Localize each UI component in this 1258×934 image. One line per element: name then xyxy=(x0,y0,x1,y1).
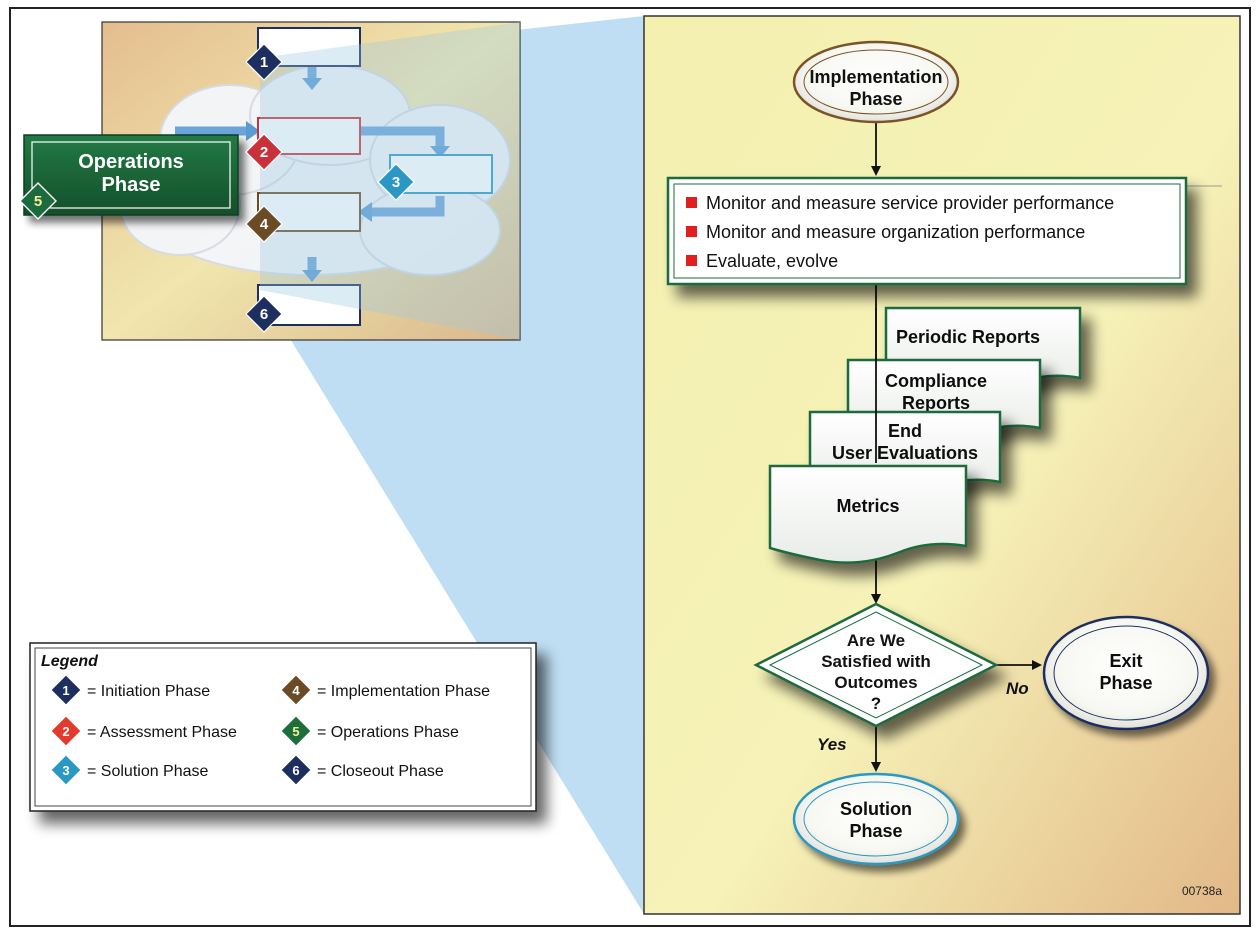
figure-id: 00738a xyxy=(1182,884,1222,898)
metrics-label: Metrics xyxy=(836,496,899,516)
legend-items: 1 = Initiation Phase 2 = Assessment Phase 3 =… xyxy=(50,674,490,786)
exit-line1: Exit xyxy=(1109,651,1142,671)
operations-label-line2: Phase xyxy=(102,174,161,196)
legend-item-2: 2 = Assessment Phase xyxy=(50,715,237,747)
exit-line2: Phase xyxy=(1099,673,1152,693)
exit-phase-node: Exit Phase xyxy=(1042,615,1210,731)
decision-line2: Satisfied with xyxy=(821,652,931,671)
phase-4-diamond-icon xyxy=(280,674,312,706)
legend-number: 5 xyxy=(292,724,299,739)
legend-item-3: 3 = Solution Phase xyxy=(50,754,209,786)
yes-label: Yes xyxy=(817,735,847,754)
end-user-line2: User Evaluations xyxy=(832,443,978,463)
bullet-list: Monitor and measure service provider per… xyxy=(686,193,1114,271)
phase-3-diamond-icon xyxy=(50,754,82,786)
decision-line3: Outcomes xyxy=(834,673,917,692)
svg-text:5: 5 xyxy=(34,193,42,210)
legend-number: 3 xyxy=(62,763,69,778)
svg-text:6: 6 xyxy=(260,306,268,323)
svg-text:2: 2 xyxy=(260,144,268,161)
end-user-line1: End xyxy=(888,421,922,441)
periodic-reports-label: Periodic Reports xyxy=(896,327,1040,347)
bullet-marker-icon xyxy=(686,226,697,237)
legend-label: = Implementation Phase xyxy=(317,683,490,700)
solution-line2: Phase xyxy=(849,821,902,841)
svg-text:3: 3 xyxy=(392,174,400,191)
legend-number: 4 xyxy=(292,683,300,698)
legend-item-4: 4 = Implementation Phase xyxy=(280,674,490,706)
compliance-line1: Compliance xyxy=(885,371,987,391)
phase-2-diamond-icon xyxy=(50,715,82,747)
legend: Legend xyxy=(29,642,537,812)
bullet-item: Monitor and measure service provider per… xyxy=(706,193,1114,213)
legend-number: 2 xyxy=(62,724,69,739)
implementation-line1: Implementation xyxy=(809,67,942,87)
inset-thumbnail: Operations Phase 1 2 3 4 5 6 xyxy=(19,21,521,341)
legend-item-1: 1 = Initiation Phase xyxy=(50,674,210,706)
marker-2-icon: 2 xyxy=(245,133,283,171)
phase-6-diamond-icon xyxy=(280,754,312,786)
phase-1-diamond-icon xyxy=(50,674,82,706)
operations-phase-box xyxy=(23,134,239,216)
marker-3-icon: 3 xyxy=(377,163,415,201)
legend-label: = Assessment Phase xyxy=(87,724,237,741)
bullet-marker-icon xyxy=(686,255,697,266)
legend-label: = Closeout Phase xyxy=(317,763,444,780)
activities-box xyxy=(666,176,1188,286)
metrics-doc: Metrics xyxy=(768,464,968,564)
bullet-item: Evaluate, evolve xyxy=(706,251,838,271)
implementation-line2: Phase xyxy=(849,89,902,109)
legend-number: 6 xyxy=(292,763,299,778)
implementation-phase-node: Implementation Phase xyxy=(792,40,960,124)
marker-6-icon: 6 xyxy=(245,295,283,333)
no-label: No xyxy=(1006,679,1029,698)
solution-line1: Solution xyxy=(840,799,912,819)
marker-4-icon: 4 xyxy=(245,205,283,243)
decision-line1: Are We xyxy=(847,631,905,650)
decision-line4: ? xyxy=(871,694,881,713)
marker-1-icon: 1 xyxy=(245,43,283,81)
legend-item-6: 6 = Closeout Phase xyxy=(280,754,444,786)
svg-text:1: 1 xyxy=(260,54,268,71)
legend-number: 1 xyxy=(62,683,69,698)
decision-diamond: Are We Satisfied with Outcomes ? xyxy=(753,602,999,728)
legend-label: = Operations Phase xyxy=(317,724,459,741)
legend-label: = Solution Phase xyxy=(87,763,209,780)
compliance-line2: Reports xyxy=(902,393,970,413)
bullet-item: Monitor and measure organization perform… xyxy=(706,222,1085,242)
marker-5-icon: 5 xyxy=(19,182,57,220)
operations-label-line1: Operations xyxy=(78,151,184,173)
phase-5-diamond-icon xyxy=(280,715,312,747)
legend-title: Legend xyxy=(41,653,99,670)
svg-text:4: 4 xyxy=(260,216,269,233)
solution-phase-node: Solution Phase xyxy=(792,772,960,866)
bullet-marker-icon xyxy=(686,197,697,208)
legend-item-5: 5 = Operations Phase xyxy=(280,715,459,747)
legend-label: = Initiation Phase xyxy=(87,683,210,700)
